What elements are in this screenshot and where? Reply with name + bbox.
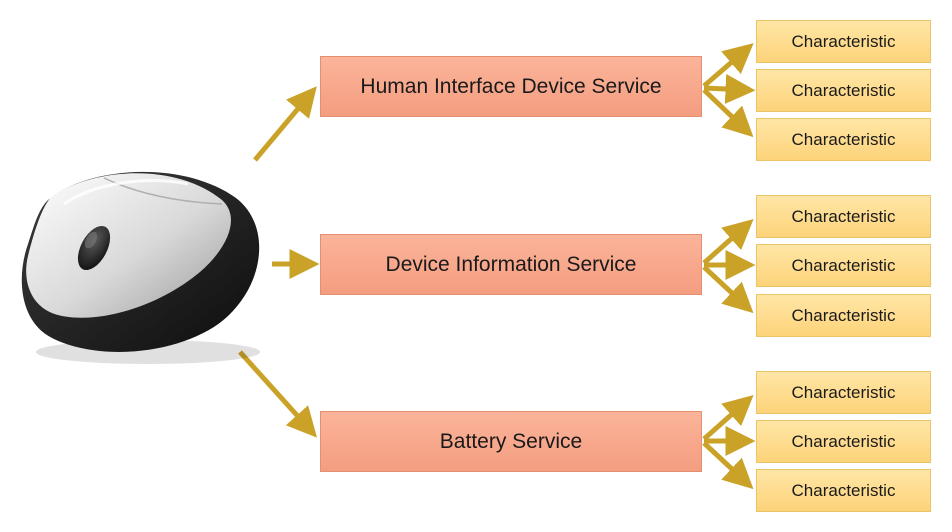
characteristic-label: Characteristic xyxy=(791,206,896,226)
characteristic-box: Characteristic xyxy=(756,371,931,414)
arrow-battery-char-1 xyxy=(702,395,754,441)
characteristic-box: Characteristic xyxy=(756,118,931,161)
characteristic-box: Characteristic xyxy=(756,69,931,112)
arrow-mouse-to-battery xyxy=(238,350,318,438)
arrow-devinfo-char-3 xyxy=(702,265,754,314)
characteristic-box: Characteristic xyxy=(756,294,931,337)
arrow-devinfo-char-1 xyxy=(702,219,754,265)
service-box-hid: Human Interface Device Service xyxy=(320,56,702,117)
characteristic-box: Characteristic xyxy=(756,195,931,238)
arrow-mouse-to-hid xyxy=(253,86,317,162)
arrow-hid-char-3 xyxy=(702,88,754,138)
characteristic-label: Characteristic xyxy=(791,80,896,100)
service-label: Human Interface Device Service xyxy=(360,74,662,98)
characteristic-label: Characteristic xyxy=(791,31,896,51)
service-label: Battery Service xyxy=(439,429,583,453)
service-box-device-information: Device Information Service xyxy=(320,234,702,295)
characteristic-label: Characteristic xyxy=(791,431,896,451)
arrow-battery-char-3 xyxy=(702,441,754,490)
characteristic-box: Characteristic xyxy=(756,20,931,63)
characteristic-label: Characteristic xyxy=(791,305,896,325)
characteristic-label: Characteristic xyxy=(791,382,896,402)
characteristic-label: Characteristic xyxy=(791,255,896,275)
computer-mouse-icon xyxy=(21,171,260,364)
arrow-hid-char-1 xyxy=(702,43,754,88)
characteristic-box: Characteristic xyxy=(756,420,931,463)
arrow-hid-char-2 xyxy=(703,73,756,104)
service-label: Device Information Service xyxy=(385,252,637,276)
service-box-battery: Battery Service xyxy=(320,411,702,472)
characteristic-label: Characteristic xyxy=(791,129,896,149)
characteristic-box: Characteristic xyxy=(756,244,931,287)
characteristic-box: Characteristic xyxy=(756,469,931,512)
characteristic-label: Characteristic xyxy=(791,480,896,500)
